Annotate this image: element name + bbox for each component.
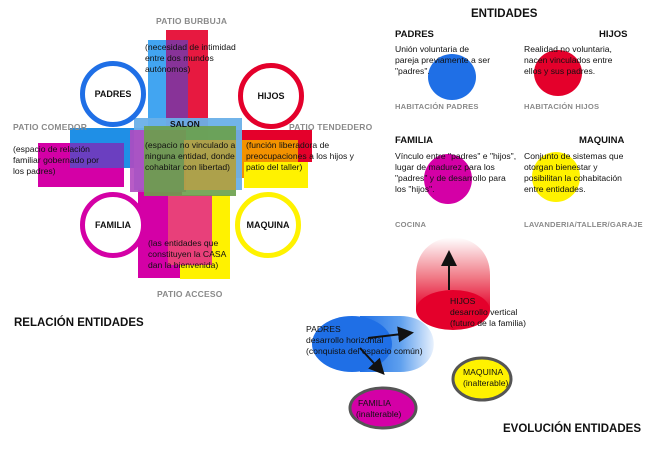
purple-horizontal-block — [70, 143, 124, 168]
evolucion-entidades-title: EVOLUCIÓN ENTIDADES — [503, 423, 642, 435]
yellow-horizontal-block — [244, 162, 308, 188]
hijos-red-dot — [534, 50, 582, 96]
evo-familia-text2: (inalterable) — [356, 409, 402, 419]
padres-circle: PADRES — [80, 61, 146, 127]
evo-hijos-name: HIJOS — [450, 296, 476, 306]
evo-hijos-text1: desarrollo vertical — [450, 307, 518, 317]
hijos-description: Realidad no voluntaria, nacen vinculados… — [524, 44, 613, 76]
familia-circle-label: FAMILIA — [95, 220, 131, 230]
padres-right-arrow — [367, 326, 414, 343]
hijos-circle: HIJOS — [238, 63, 304, 129]
padres-circle-label: PADRES — [94, 89, 132, 99]
familia-circle: FAMILIA — [80, 192, 146, 258]
evo-maquina-name: MAQUINA — [463, 367, 504, 377]
padres-blue-dot — [428, 54, 476, 100]
evo-padres-name: PADRES — [306, 324, 341, 334]
evo-padres-text2: (conquista del espacio común) — [306, 346, 423, 356]
tendedero-note: (función liberadora de preocupaciones a … — [246, 140, 354, 172]
patio-burbuja-label: PATIO BURBUJA — [156, 16, 228, 26]
padres-heading: PADRES — [395, 29, 434, 40]
burbuja-note: (necesidad de intimidad entre dos mundos… — [145, 42, 236, 74]
hijos-room: HABITACIÓN HIJOS — [524, 102, 600, 111]
salon-orange-square — [184, 140, 236, 190]
salon-label: SALON — [170, 119, 200, 129]
maquina-circle: MAQUINA — [235, 192, 301, 258]
patio-acceso-label: PATIO ACCESO — [157, 289, 223, 299]
padres-description: Unión voluntaria de pareja previamente a… — [395, 44, 491, 76]
comedor-note: (espacio de relación familiar gobernado … — [13, 144, 99, 176]
evo-padres-text1: desarrollo horizontal — [306, 335, 384, 345]
familia-ellipse — [348, 386, 418, 430]
purple-overlap-block — [166, 40, 188, 132]
hijos-heading: HIJOS — [599, 29, 628, 40]
evo-maquina-text2: (inalterable) — [463, 378, 509, 388]
patio-comedor-label: PATIO COMEDOR — [13, 122, 88, 132]
relacion-entidades-title: RELACIÓN ENTIDADES — [14, 317, 144, 329]
maquina-heading: MAQUINA — [579, 135, 625, 146]
maquina-room: LAVANDERIA/TALLER/GARAJE — [524, 220, 643, 229]
entidades-title: ENTIDADES — [471, 8, 538, 20]
hijos-base-ellipse — [416, 290, 490, 330]
familia-magenta-dot — [424, 154, 472, 204]
hijos-capsule — [416, 237, 490, 310]
patio-tendedero-label: PATIO TENDEDERO — [289, 122, 373, 132]
familia-heading: FAMILIA — [395, 135, 433, 146]
salon-note: (espacio no vinculado a ninguna entidad,… — [145, 140, 236, 172]
maquina-ellipse — [451, 356, 513, 402]
hijos-circle-label: HIJOS — [257, 91, 285, 101]
maquina-circle-label: MAQUINA — [246, 220, 290, 230]
maquina-yellow-dot — [532, 152, 580, 202]
padres-room: HABITACIÓN PADRES — [395, 102, 479, 111]
evo-hijos-text2: (futuro de la familia) — [450, 318, 526, 328]
maquina-description: Conjunto de sistemas que otorgan bienest… — [524, 151, 624, 194]
evo-familia-name: FAMILIA — [358, 398, 391, 408]
familia-description: Vínculo entre "padres" e "hijos", lugar … — [395, 151, 517, 194]
pink-vertical-block — [168, 195, 212, 265]
acceso-note: (las entidades que constituyen la CASA d… — [148, 238, 226, 270]
familia-room: COCINA — [395, 220, 427, 229]
padres-down-arrow — [359, 347, 385, 375]
